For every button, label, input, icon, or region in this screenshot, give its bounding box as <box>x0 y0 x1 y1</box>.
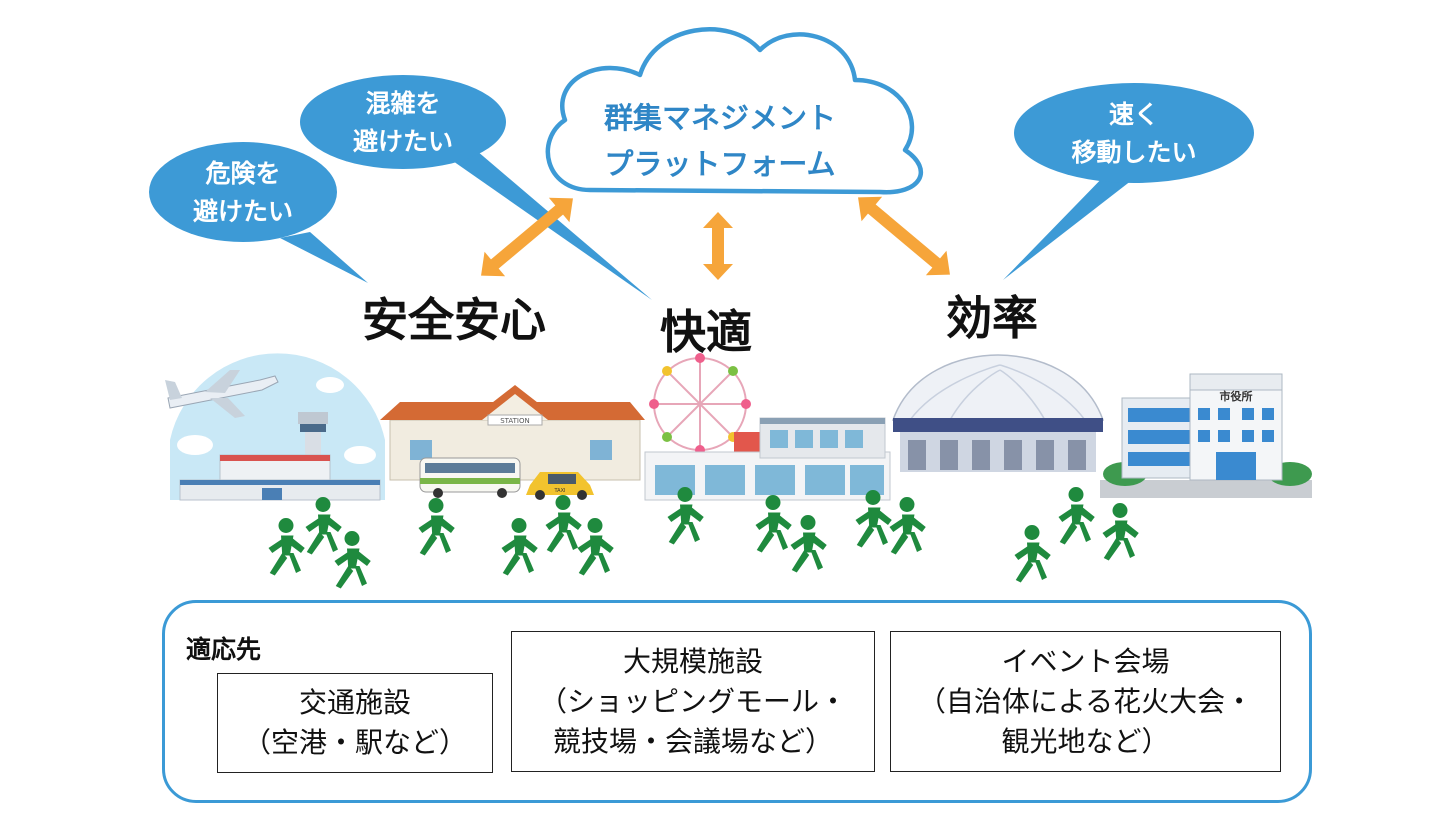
application-event-line1: イベント会場 <box>1001 644 1170 678</box>
application-facility-line1: 大規模施設 <box>622 644 763 678</box>
application-facility-line3: 競技場・会議場など） <box>552 724 833 758</box>
bubble-danger <box>149 142 368 283</box>
bubble-danger-text: 危険を 避けたい <box>163 155 323 231</box>
taxi-sign: TAXI <box>554 488 566 494</box>
application-box-large-facility: 大規模施設 （ショッピングモール・ 競技場・会議場など） <box>511 631 875 772</box>
application-transport-line2: （空港・駅など） <box>242 726 467 759</box>
category-comfort: 快適 <box>660 305 752 359</box>
city-hall: 市役所 <box>1100 373 1312 498</box>
category-efficiency: 効率 <box>946 291 1038 345</box>
application-transport-line1: 交通施設 <box>298 686 411 719</box>
pedestrians <box>268 487 1139 589</box>
application-event-line3: 観光地など） <box>1001 724 1170 758</box>
bubble-fast-line1: 速く <box>1108 100 1159 129</box>
cloud-line2: プラットフォーム <box>604 147 836 181</box>
application-box-transport: 交通施設 （空港・駅など） <box>217 673 493 773</box>
bubble-fast <box>1003 83 1254 280</box>
applications-title: 適応先 <box>186 635 262 664</box>
train-station: STATION TAXI <box>380 385 645 500</box>
station-sign: STATION <box>500 417 530 425</box>
cloud-text: 群集マネジメント プラットフォーム <box>585 95 855 187</box>
arrows <box>481 196 950 280</box>
application-facility-line2: （ショッピングモール・ <box>538 684 847 718</box>
bubble-danger-line1: 危険を <box>205 159 281 188</box>
shopping-mall <box>644 353 891 501</box>
bubble-danger-line2: 避けたい <box>192 197 293 226</box>
application-box-event: イベント会場 （自治体による花火大会・ 観光地など） <box>890 631 1281 772</box>
bubble-fast-text: 速く 移動したい <box>1044 96 1224 172</box>
application-event-line2: （自治体による花火大会・ <box>917 684 1254 718</box>
bubble-congestion-text: 混雑を 避けたい <box>323 85 483 161</box>
category-safety: 安全安心 <box>362 293 546 347</box>
cloud <box>545 27 924 195</box>
bubble-fast-line2: 移動したい <box>1071 138 1197 167</box>
bubble-congestion-line2: 避けたい <box>352 127 453 156</box>
cloud-line1: 群集マネジメント <box>603 101 836 135</box>
airport <box>165 353 385 501</box>
city-hall-sign: 市役所 <box>1220 389 1253 403</box>
applications-panel <box>162 600 1312 803</box>
stadium <box>891 354 1105 472</box>
bubble-congestion-line1: 混雑を <box>365 89 441 118</box>
